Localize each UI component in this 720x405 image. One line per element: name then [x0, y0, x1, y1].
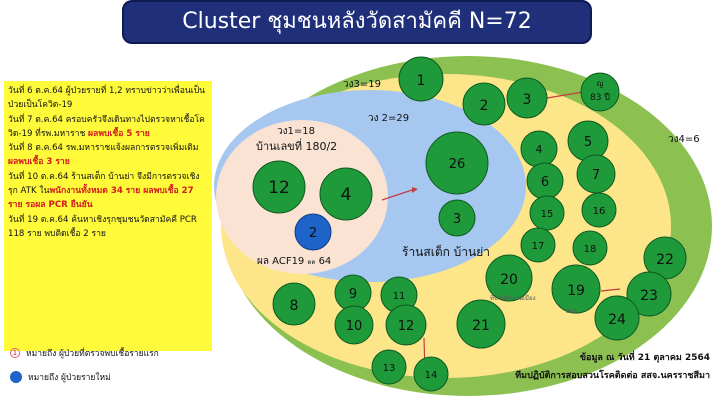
age-label: 83 ปี	[590, 92, 610, 103]
case-node-label: 5	[584, 135, 592, 150]
new-case-marker-icon	[10, 371, 22, 383]
legend-first-case-text: หมายถึง ผู้ป่วยที่ตรวจพบเชื้อรายแรก	[26, 349, 159, 359]
case-node-label: 13	[383, 363, 396, 374]
case-node-label: 16	[593, 206, 606, 217]
case-node	[626, 271, 672, 317]
case-node-label: 9	[349, 287, 357, 302]
label-wave2: วง 2=29	[368, 113, 409, 124]
label-house: บ้านเลขที่ 180/2	[256, 138, 337, 153]
case-node	[252, 160, 306, 214]
link-19-23	[600, 288, 621, 292]
case-node-label: 11	[393, 291, 406, 302]
case-node-label: 3	[523, 92, 532, 108]
case-node-label: 23	[640, 288, 658, 304]
note-4: วันที่ 10 ต.ค.64 ร้านสเต็ก บ้านย่า จึงมี…	[8, 171, 200, 211]
case-node-label: 8	[290, 298, 299, 314]
case-node	[462, 82, 506, 126]
legend-first-case: 1 หมายถึง ผู้ป่วยที่ตรวจพบเชื้อรายแรก	[10, 346, 159, 360]
case-node	[334, 305, 374, 345]
case-node	[581, 192, 617, 228]
case-node-label: 15	[541, 209, 554, 220]
new-case-node	[294, 213, 332, 251]
case-node	[456, 299, 506, 349]
case-node	[485, 254, 533, 302]
case-node-label: 3	[453, 212, 461, 227]
note-3: วันที่ 8 ต.ค.64 รพ.มหาราชแจ้งผลการตรวจเพ…	[8, 143, 199, 168]
case-node	[551, 264, 601, 314]
case-node-label: 22	[656, 252, 674, 268]
case-node-label: 2	[480, 98, 489, 114]
case-node	[594, 295, 640, 341]
age-prefix: ญ	[597, 79, 604, 88]
node-group-wave1: 12 4 2	[252, 160, 373, 251]
acf-text: ผล ACF19	[257, 256, 307, 267]
case-node-label: 26	[449, 157, 466, 172]
case-node	[520, 227, 556, 263]
case-node-label: 21	[472, 318, 490, 334]
case-node	[438, 199, 476, 237]
note-5: วันที่ 19 ต.ค.64 ค้นหาเชิงรุกชุมชนวัดสาม…	[8, 214, 197, 239]
label-restaurant: ร้านสเต็ก บ้านย่า	[402, 244, 490, 259]
case-node-label: 12	[398, 319, 415, 334]
link-3-age	[546, 91, 584, 99]
timeline-notes: วันที่ 6 ต.ค.64 ผู้ป่วยรายที่ 1,2 ทราบข่…	[4, 81, 212, 351]
footer-date: ข้อมูล ณ วันที่ 21 ตุลาคม 2564	[579, 353, 710, 363]
case-node	[572, 230, 608, 266]
case-node-label: 24	[608, 312, 626, 328]
node20-subtitle: ที่บ้านทำงานเมือง	[490, 294, 536, 302]
first-case-marker-icon: 1	[10, 348, 20, 358]
case-node-label: 4	[536, 143, 543, 156]
case-node-label: 6	[541, 175, 549, 190]
node19-subtitle: อบจ	[566, 308, 577, 315]
legend-new-case-text: หมายถึง ผู้ป่วยรายใหม่	[28, 373, 111, 383]
acf-month: ตค	[307, 259, 315, 266]
case-node-label: 1	[417, 73, 426, 89]
note-2: วันที่ 7 ต.ค.64 ครอบครัวจึงเดินทางไปตรวจ…	[8, 114, 205, 139]
case-node	[385, 304, 427, 346]
link-4-26	[381, 189, 413, 201]
case-node-label: 18	[584, 244, 597, 255]
case-node-label: 2	[309, 226, 317, 241]
note-1: วันที่ 6 ต.ค.64 ผู้ป่วยรายที่ 1,2 ทราบข่…	[8, 86, 206, 111]
acf-day: 64	[315, 256, 331, 267]
footer-team: ทีมปฏิบัติการสอบสวนโรคติดต่อ สสจ.นครราชส…	[515, 371, 710, 381]
case-node-label: 17	[532, 241, 545, 252]
label-acf: ผล ACF19 ตค 64	[257, 256, 331, 267]
case-node-elderly	[580, 72, 620, 112]
label-wave3: วง3=19	[343, 79, 381, 90]
case-node	[371, 349, 407, 385]
case-node-label: 12	[268, 178, 290, 198]
case-node-label: 14	[425, 370, 438, 381]
case-node	[398, 56, 444, 102]
diagram-title: Cluster ชุมชนหลังวัดสามัคคี N=72	[122, 0, 592, 44]
node-group-wave3: 1 2 3 ญ 83 ปี 4 5 6 7 15 16 17 18 20 ที่…	[272, 56, 620, 392]
case-node	[413, 356, 449, 392]
case-node-label: 7	[592, 168, 600, 183]
label-wave4: วง4=6	[668, 134, 700, 145]
case-node-label: 10	[346, 319, 363, 334]
arrow-head	[412, 187, 418, 193]
case-node	[425, 131, 489, 195]
case-node	[319, 167, 373, 221]
case-node	[506, 77, 548, 119]
legend-new-case: หมายถึง ผู้ป่วยรายใหม่	[10, 370, 111, 384]
node-group-wave4: 22 23 24	[594, 236, 687, 341]
case-node-label: 19	[567, 283, 585, 299]
case-node-label: 4	[341, 185, 352, 205]
label-wave1: วง1=18	[277, 126, 315, 137]
case-node-label: 20	[500, 272, 518, 288]
case-node	[272, 282, 316, 326]
node-group-wave2: 26 3	[425, 131, 489, 237]
